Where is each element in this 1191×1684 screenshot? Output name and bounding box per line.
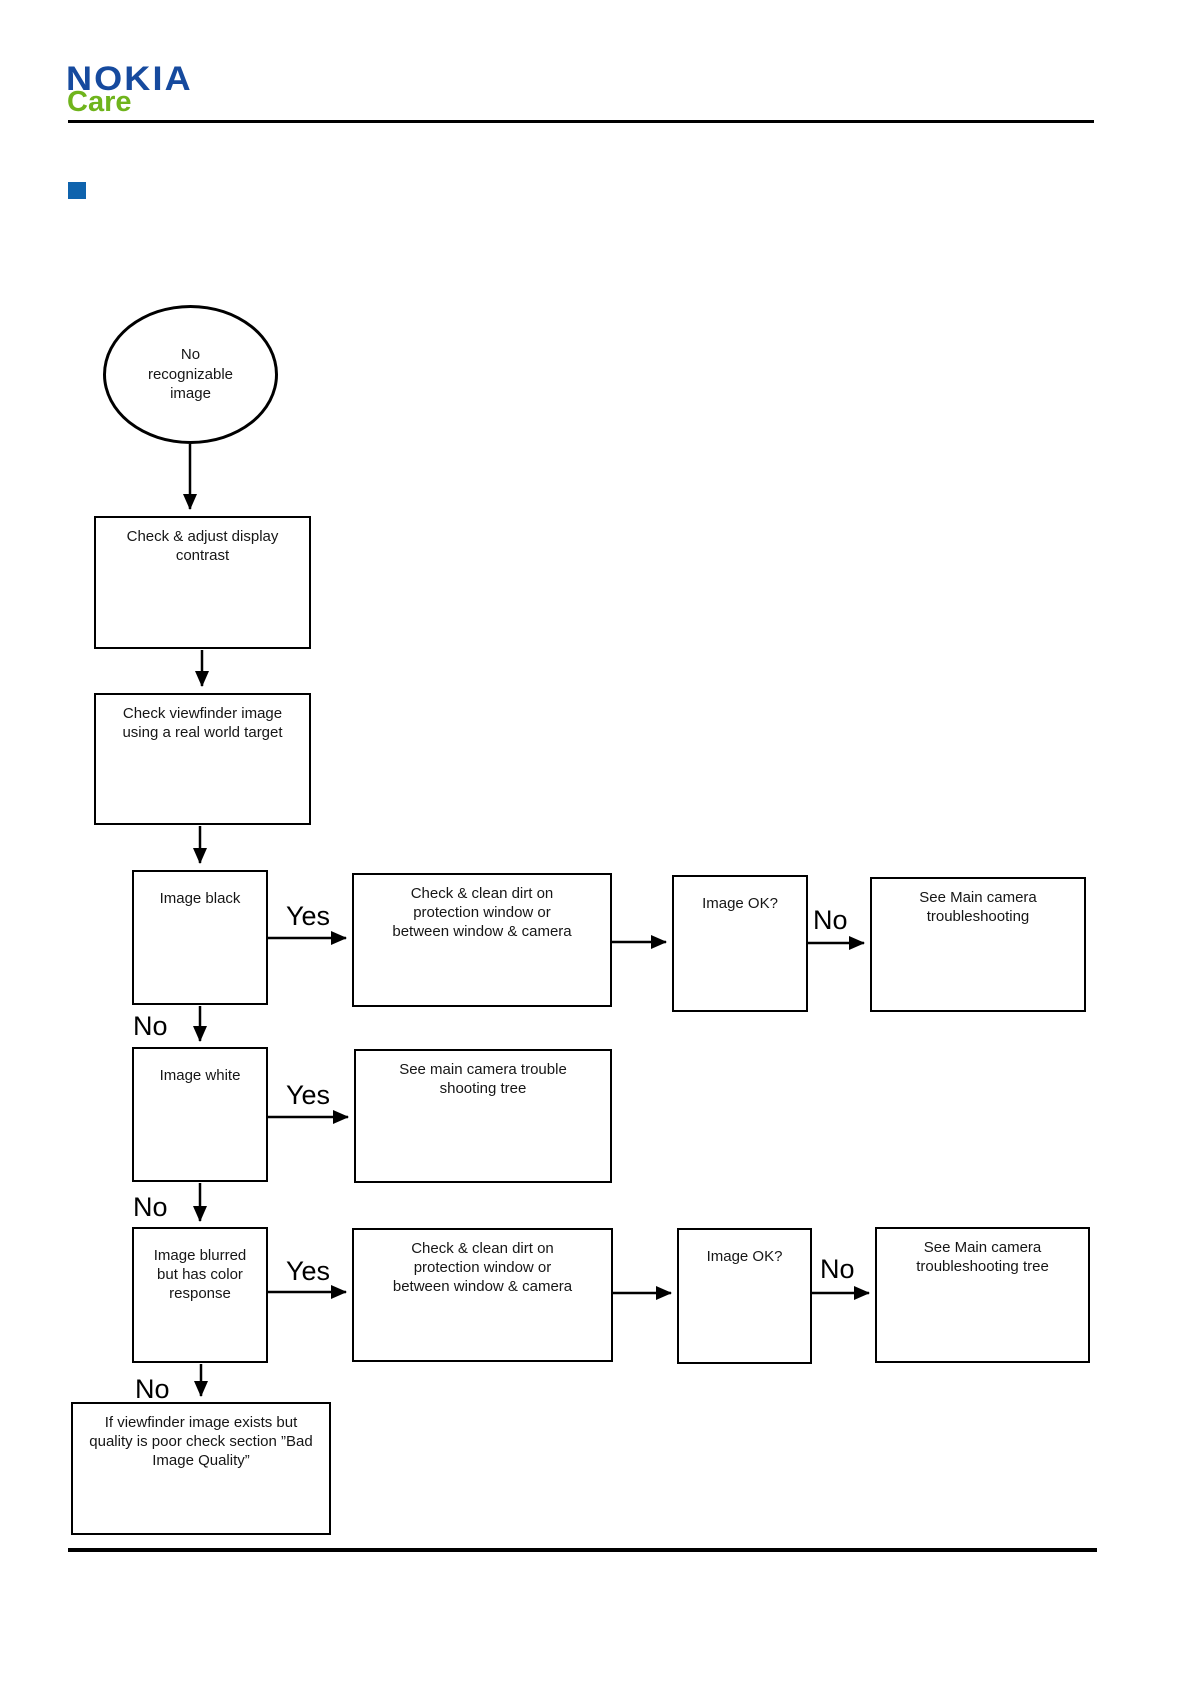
flow-start-ellipse: No recognizable image xyxy=(103,305,278,444)
flow-node-clean-dirt-2: Check & clean dirt on protection window … xyxy=(352,1228,613,1362)
edge-label-yes-1: Yes xyxy=(286,901,331,931)
flow-node-image-blurred: Image blurred but has color response xyxy=(132,1227,268,1363)
flow-start-label: No recognizable image xyxy=(147,346,234,403)
flow-node-check-viewfinder: Check viewfinder image using a real worl… xyxy=(94,693,311,825)
flow-node-image-white: Image white xyxy=(132,1047,268,1182)
edge-label-no-5: No xyxy=(135,1374,170,1404)
section-marker-square xyxy=(68,182,86,199)
header-divider xyxy=(68,120,1094,123)
flow-node-see-main-tree-small: See main camera trouble shooting tree xyxy=(354,1049,612,1183)
flow-node-check-contrast: Check & adjust display contrast xyxy=(94,516,311,649)
flow-node-image-black: Image black xyxy=(132,870,268,1005)
flow-node-see-main-troubleshooting: See Main camera troubleshooting xyxy=(870,877,1086,1012)
flow-node-see-main-tree: See Main camera troubleshooting tree xyxy=(875,1227,1090,1363)
edge-label-no-1: No xyxy=(813,905,848,935)
flow-node-bad-image-quality: If viewfinder image exists but quality i… xyxy=(71,1402,331,1535)
footer-divider xyxy=(68,1548,1097,1552)
flow-node-image-ok-2: Image OK? xyxy=(677,1228,812,1364)
edge-label-no-2: No xyxy=(133,1011,168,1041)
edge-label-yes-3: Yes xyxy=(286,1256,331,1286)
edge-label-yes-2: Yes xyxy=(286,1080,331,1110)
flow-node-image-ok-1: Image OK? xyxy=(672,875,808,1012)
edge-label-no-3: No xyxy=(133,1192,168,1222)
edge-label-no-4: No xyxy=(820,1254,855,1284)
nokia-logo: NOKIA xyxy=(66,60,193,98)
care-logo: Care xyxy=(67,86,132,118)
flow-node-clean-dirt-1: Check & clean dirt on protection window … xyxy=(352,873,612,1007)
